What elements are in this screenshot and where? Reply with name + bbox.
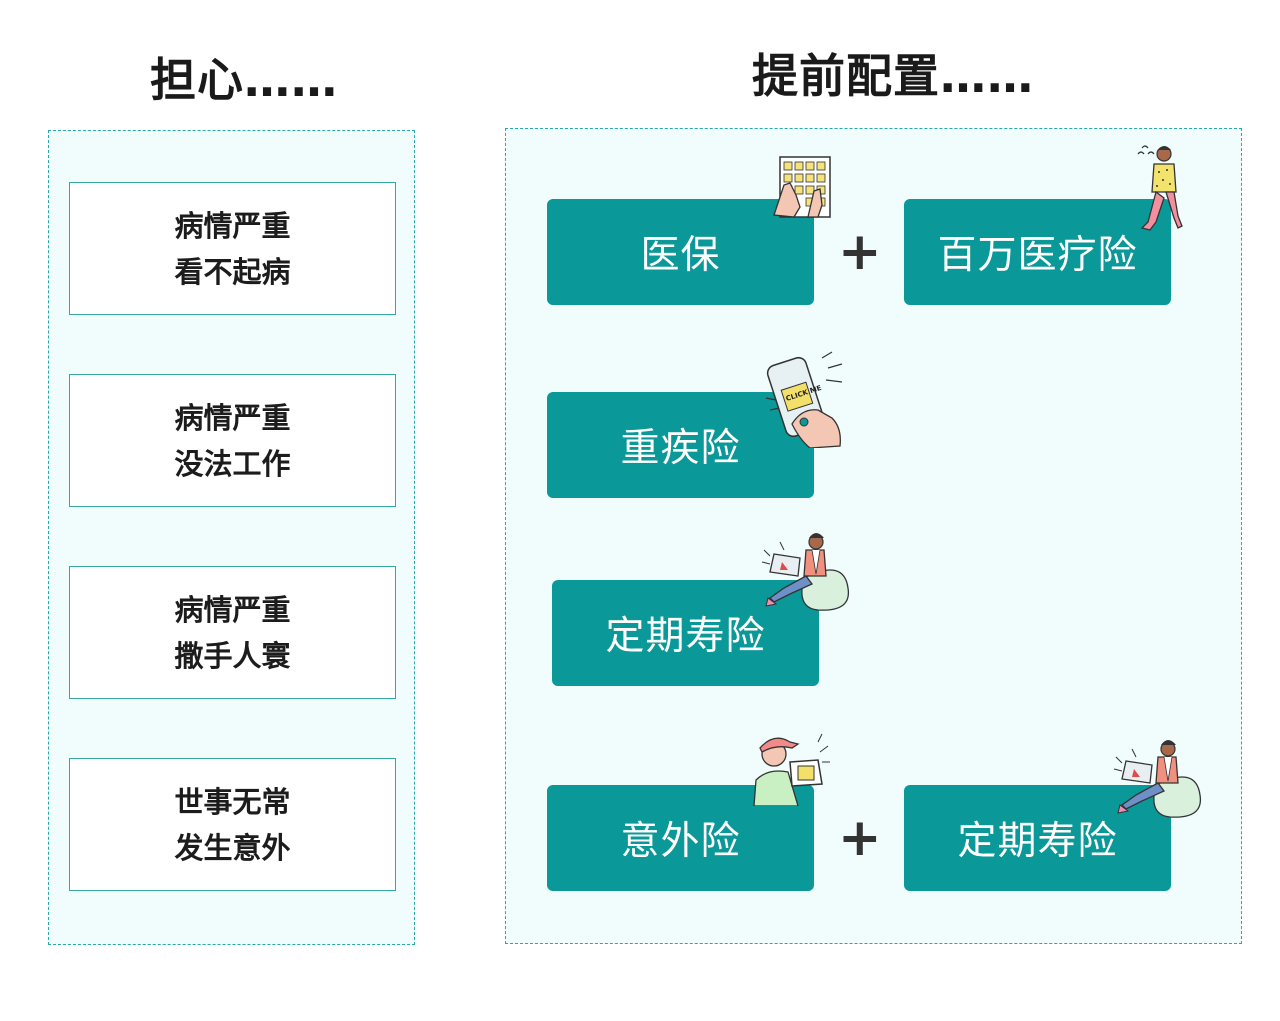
gamer-person-icon: [752, 732, 832, 810]
worry-card-line: 病情严重: [174, 400, 291, 435]
worry-heading: 担心……: [150, 53, 338, 107]
worry-card-line: 病情严重: [174, 208, 291, 243]
plan-heading: 提前配置……: [752, 49, 1034, 103]
worry-card-line: 没法工作: [174, 446, 291, 481]
walking-person-icon: [1134, 142, 1184, 238]
worry-card-3: 病情严重 撒手人寰: [69, 566, 396, 699]
worry-card-4: 世事无常 发生意外: [69, 758, 396, 891]
calendar-hand-icon: [770, 155, 834, 223]
plan-box-medical-insurance: 医保: [547, 199, 814, 305]
laptop-person-icon: [760, 528, 852, 616]
worry-card-line: 世事无常: [174, 784, 291, 819]
phone-click-me-icon: CLICK ME: [762, 348, 852, 452]
plus-sign: +: [838, 222, 882, 282]
laptop-person-icon: [1112, 735, 1204, 823]
worry-card-line: 撒手人寰: [174, 638, 291, 673]
worry-card-line: 病情严重: [174, 592, 291, 627]
worry-card-line: 发生意外: [174, 830, 291, 865]
worry-card-1: 病情严重 看不起病: [69, 182, 396, 315]
worry-card-line: 看不起病: [174, 254, 291, 289]
plus-sign: +: [838, 808, 882, 868]
plan-box-critical-illness: 重疾险: [547, 392, 814, 498]
worry-card-2: 病情严重 没法工作: [69, 374, 396, 507]
plan-box-million-medical: 百万医疗险: [904, 199, 1171, 305]
